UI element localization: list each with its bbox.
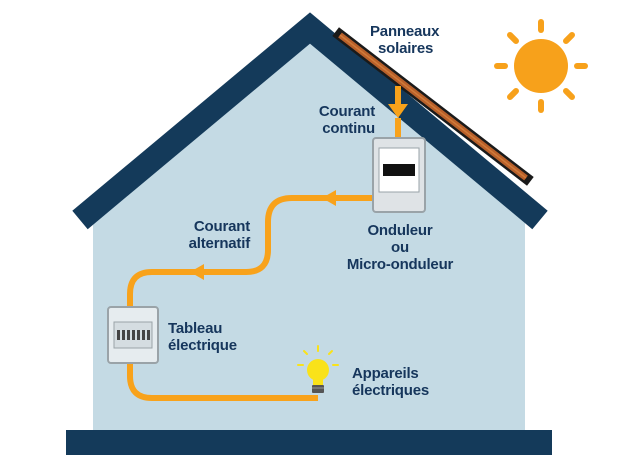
solar-panel-icon <box>332 27 534 186</box>
inverter-label: Onduleur ou Micro-onduleur <box>346 222 454 273</box>
electrical-panel-icon <box>107 306 159 364</box>
arrow-icon <box>388 104 408 118</box>
arrow-icon <box>190 264 204 280</box>
light-bulb-icon <box>297 345 339 393</box>
ground-bar <box>66 430 552 455</box>
arrow-icon <box>322 190 336 206</box>
solar-panels-label: Panneaux solaires <box>370 23 440 57</box>
direct-current-label: Courant continu <box>318 103 375 137</box>
electrical-panel-label: Tableau électrique <box>168 320 237 354</box>
sun-icon <box>494 19 588 113</box>
alternating-current-label: Courant alternatif <box>188 218 251 252</box>
dc-flow-arrow <box>388 86 408 138</box>
roof <box>72 12 548 230</box>
appliances-label: Appareils électriques <box>352 365 430 399</box>
inverter-icon <box>372 137 426 213</box>
